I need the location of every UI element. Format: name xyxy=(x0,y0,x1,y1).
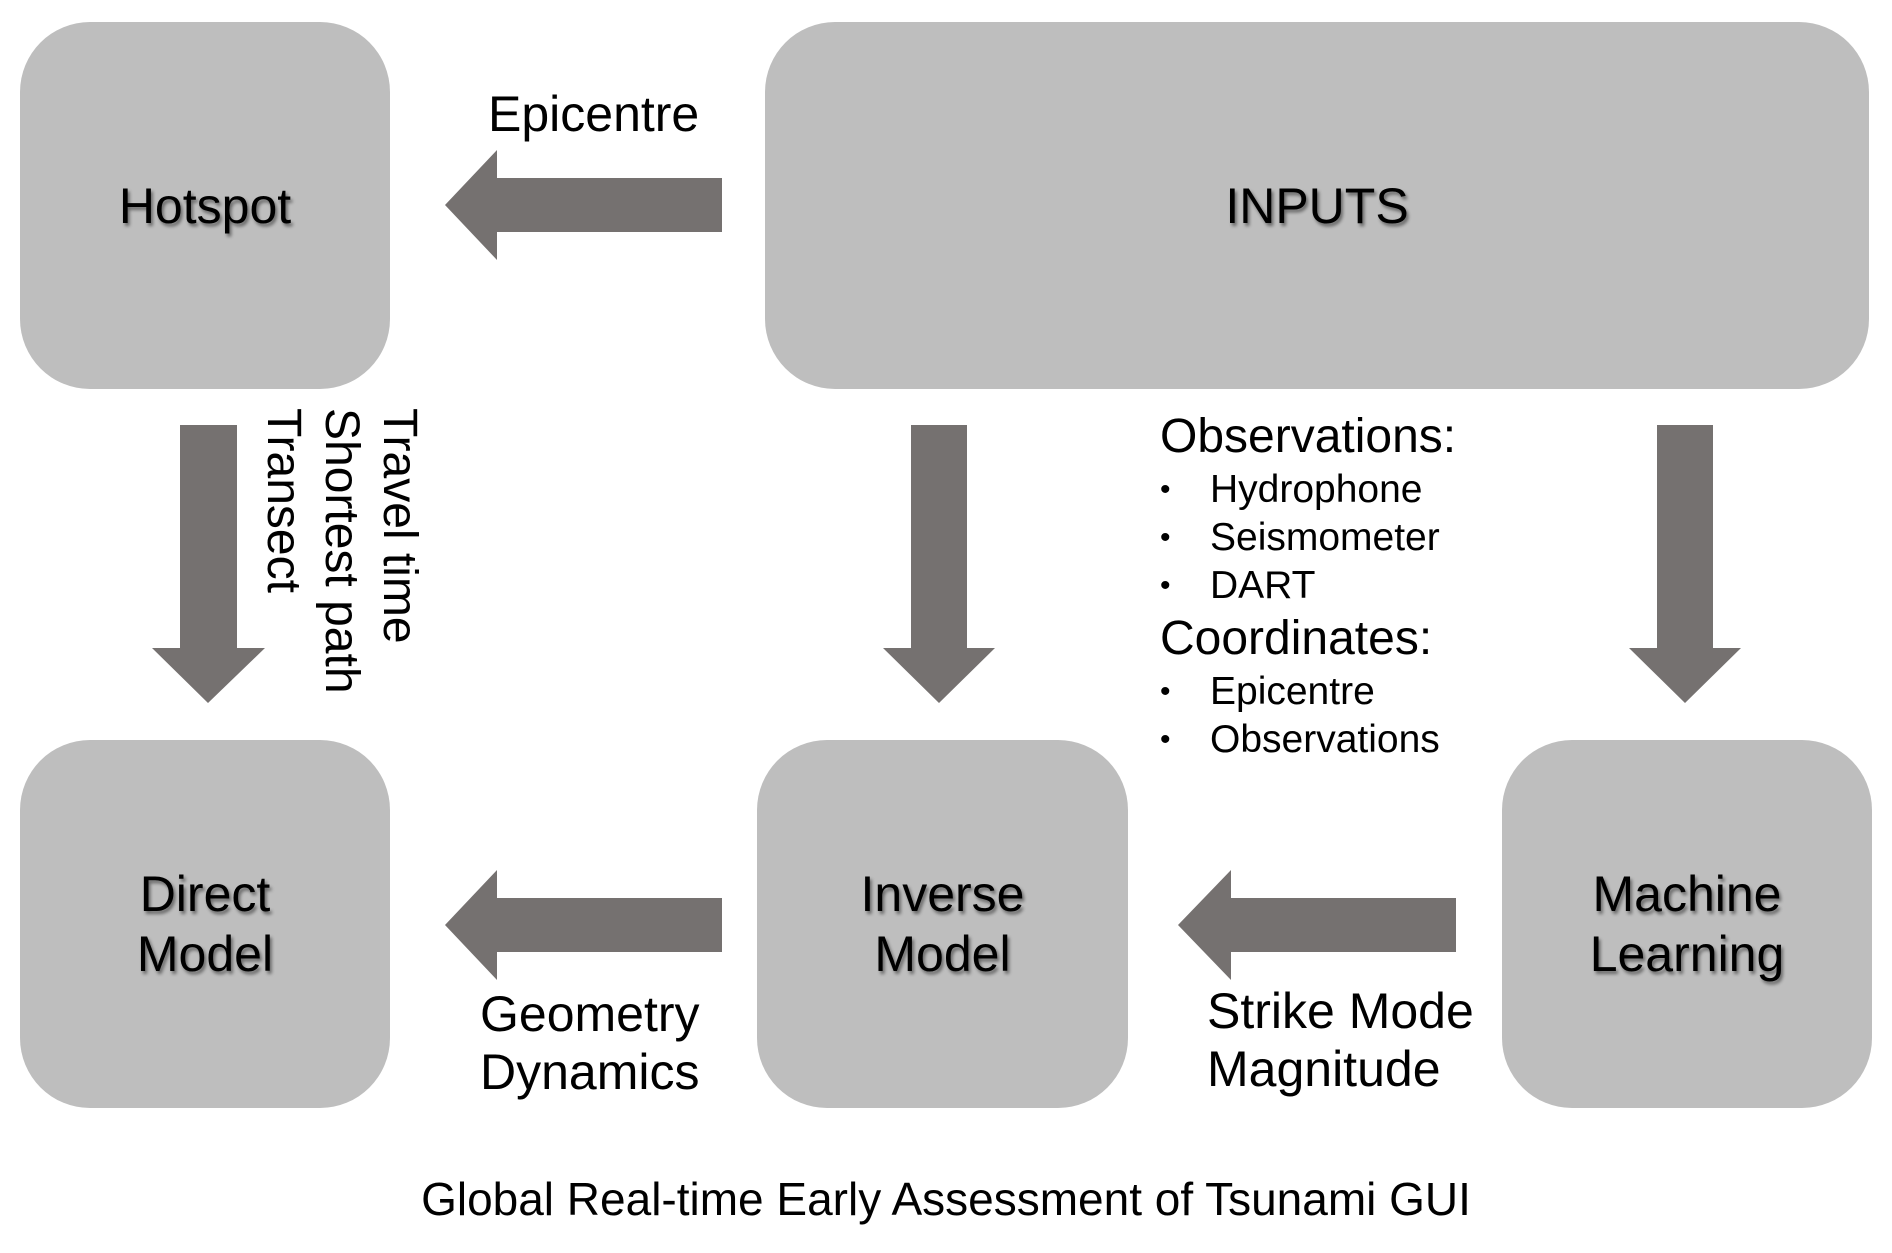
node-machine-learning: Machine Learning xyxy=(1502,740,1872,1108)
node-direct-model-label: Direct Model xyxy=(136,866,274,982)
diagram-title: Global Real-time Early Assessment of Tsu… xyxy=(421,1173,1471,1225)
node-inverse-model: Inverse Model xyxy=(757,740,1128,1108)
node-inverse-model-label: Inverse Model xyxy=(860,866,1025,982)
node-direct-model: Direct Model xyxy=(20,740,390,1108)
coordinates-heading: Coordinates: xyxy=(1160,612,1433,665)
node-hotspot: Hotspot xyxy=(20,22,390,389)
arrow-inputs-to-hotspot xyxy=(445,150,722,260)
arrow-hotspot-to-direct xyxy=(152,425,265,703)
edge-label-dynamics: Dynamics xyxy=(480,1044,700,1100)
observations-heading: Observations: xyxy=(1160,410,1457,463)
list-item: •Seismometer xyxy=(1160,514,1456,562)
edge-label-geometry: Geometry xyxy=(480,986,700,1042)
edge-label-transect: Transect xyxy=(257,408,310,593)
node-machine-learning-label: Machine Learning xyxy=(1589,866,1785,982)
edge-label-strike-mode: Strike Mode xyxy=(1207,983,1474,1039)
edge-label-magnitude: Magnitude xyxy=(1207,1041,1441,1097)
node-inputs-label: INPUTS xyxy=(1225,177,1409,234)
arrow-inputs-to-machine-learning xyxy=(1629,425,1741,703)
bullet-icon: • xyxy=(1160,675,1171,708)
list-item: •Observations xyxy=(1160,716,1456,764)
edge-label-travel-time: Travel time xyxy=(373,408,426,644)
bullet-icon: • xyxy=(1160,473,1171,506)
bullet-icon: • xyxy=(1160,723,1171,756)
edge-label-epicentre: Epicentre xyxy=(488,86,700,142)
bullet-icon: • xyxy=(1160,569,1171,602)
node-inputs: INPUTS xyxy=(765,22,1869,389)
node-hotspot-label: Hotspot xyxy=(118,177,292,234)
bullet-icon: • xyxy=(1160,521,1171,554)
list-item: •DART xyxy=(1160,562,1456,610)
arrow-ml-to-inverse xyxy=(1178,870,1456,980)
edge-label-shortest-path: Shortest path xyxy=(315,408,368,694)
arrow-inputs-to-inverse xyxy=(883,425,995,703)
list-item: •Epicentre xyxy=(1160,668,1456,716)
arrow-inverse-to-direct xyxy=(445,870,722,980)
inputs-detail-list: Observations: •Hydrophone •Seismometer •… xyxy=(1160,408,1456,764)
list-item: •Hydrophone xyxy=(1160,466,1456,514)
